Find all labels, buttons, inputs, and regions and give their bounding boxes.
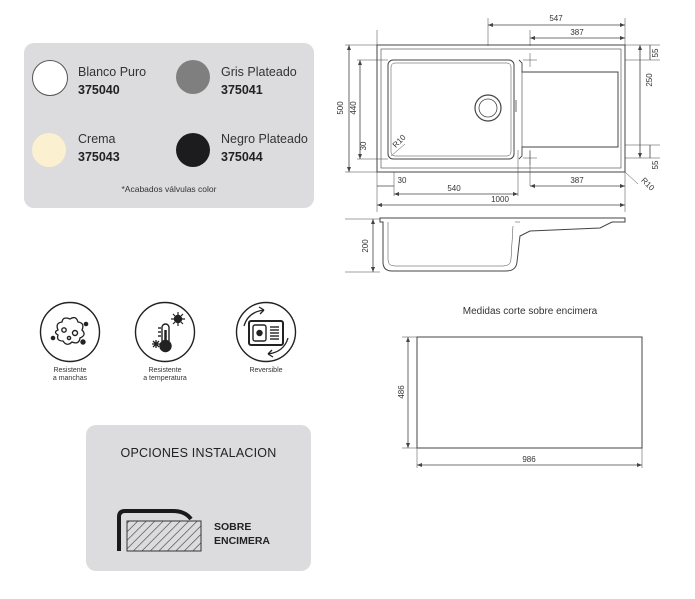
dim-387-bottom: 387	[570, 176, 584, 185]
sink-technical-drawing: 547 387 55 250 500 440 30 R10 55 30 540 …	[336, 14, 660, 273]
color-code: 375041	[221, 83, 263, 97]
dim-440: 440	[349, 101, 358, 115]
dim-55-top: 55	[651, 48, 660, 57]
cutout-drawing: 486 986	[397, 336, 643, 468]
dim-55-bottom: 55	[651, 160, 660, 169]
dim-r10-inner: R10	[391, 132, 408, 149]
color-code: 375040	[78, 83, 120, 97]
feature-temperature-label: Resistente a temperatura	[125, 367, 205, 383]
color-name: Crema	[78, 132, 116, 146]
dim-r10-outer: R10	[639, 176, 656, 193]
dim-500: 500	[336, 101, 345, 115]
color-code: 375043	[78, 150, 120, 164]
cutout-title: Medidas corte sobre encimera	[462, 306, 598, 317]
installation-option-label: SOBRE ENCIMERA	[214, 520, 270, 548]
dim-387-top: 387	[570, 28, 584, 37]
valve-finish-note: *Acabados válvulas color	[121, 184, 217, 194]
reversible-sink-icon	[235, 301, 297, 363]
dim-540: 540	[447, 184, 461, 193]
installation-title: OPCIONES INSTALACION	[120, 446, 277, 460]
cutout-height: 486	[397, 385, 406, 399]
color-name: Blanco Puro	[78, 65, 147, 79]
dim-30-bottom: 30	[398, 176, 407, 185]
color-name: Gris Plateado	[221, 65, 297, 79]
color-swatch-blanco	[32, 60, 68, 96]
feature-stain-label: Resistente a manchas	[30, 367, 110, 383]
cutout-width: 986	[522, 455, 536, 464]
color-swatch-gris	[176, 60, 210, 94]
installation-option-line2: ENCIMERA	[214, 535, 271, 547]
installation-option-line1: SOBRE	[214, 521, 252, 533]
stain-icon	[39, 301, 101, 363]
color-code: 375044	[221, 150, 263, 164]
feature-label-text: Reversible	[249, 367, 283, 374]
thermometer-icon	[134, 301, 196, 363]
installation-options-panel: OPCIONES INSTALACION SOBRE ENCIMERA	[86, 425, 311, 571]
color-swatch-negro	[176, 133, 210, 167]
dim-250: 250	[645, 73, 654, 87]
countertop-mount-icon	[117, 509, 202, 552]
color-options-panel: Blanco Puro 375040 Gris Plateado 375041 …	[24, 43, 314, 208]
feature-label-text: Resistente a manchas	[52, 367, 88, 382]
dim-1000: 1000	[491, 195, 509, 204]
dim-200: 200	[361, 239, 370, 253]
feature-reversible-label: Reversible	[226, 367, 306, 375]
feature-label-text: Resistente a temperatura	[143, 367, 187, 382]
color-name: Negro Plateado	[221, 132, 308, 146]
dim-30-left: 30	[359, 141, 368, 150]
color-swatch-crema	[32, 133, 66, 167]
dim-547: 547	[549, 14, 563, 23]
